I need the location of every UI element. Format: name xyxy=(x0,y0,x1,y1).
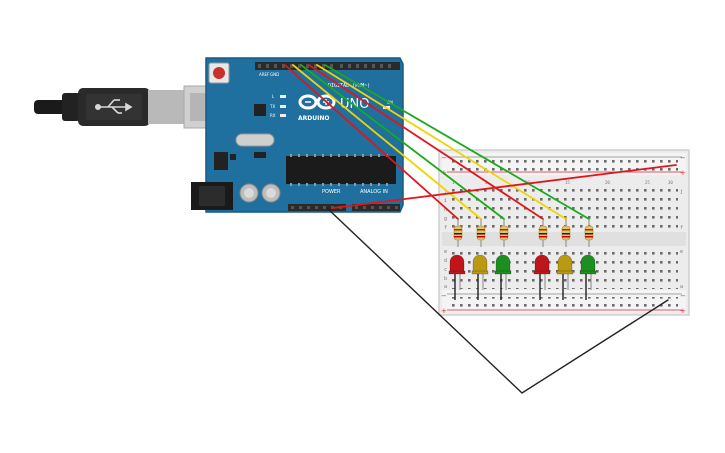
atmega-chip xyxy=(286,156,396,184)
wire-red-1[interactable] xyxy=(284,64,459,220)
arduino-logo xyxy=(298,94,336,110)
hole-grid-top-rail[interactable] xyxy=(452,160,678,171)
digital-header-pins xyxy=(258,64,391,68)
wire-5v[interactable] xyxy=(332,164,677,209)
column-number-15: 15 xyxy=(565,180,570,185)
analog-header xyxy=(352,204,400,211)
tx-label: TX xyxy=(269,104,275,109)
signal-wires[interactable] xyxy=(284,64,677,394)
regulator-small xyxy=(230,154,236,160)
leds[interactable] xyxy=(448,254,597,300)
reset-button-cap[interactable] xyxy=(213,67,225,79)
row-letter-b: b xyxy=(444,276,447,282)
usb-icon xyxy=(95,99,133,114)
wire-red-2[interactable] xyxy=(308,64,544,220)
row-letter-i: i xyxy=(444,198,447,204)
hole-grid-top[interactable] xyxy=(452,189,678,231)
resistor-2[interactable] xyxy=(476,219,486,247)
top-rail-plus-label-right: + xyxy=(680,169,686,177)
l-led-label: L xyxy=(272,94,275,99)
wire-yellow-2[interactable] xyxy=(316,64,567,220)
wire-green-2[interactable] xyxy=(324,64,590,220)
dc-power-jack-inner xyxy=(199,186,225,206)
atmega-pins xyxy=(290,154,388,186)
resistor-5[interactable] xyxy=(561,219,571,247)
column-number-25: 25 xyxy=(645,180,650,185)
usb-chip xyxy=(254,104,266,116)
hole-grid-bottom-rail[interactable] xyxy=(452,297,678,308)
led-yellow-2[interactable] xyxy=(556,254,574,300)
bottom-rail-plus-label: + xyxy=(441,307,447,315)
row-letter-a-right: a xyxy=(680,284,683,290)
column-number-1: 1 xyxy=(452,180,455,185)
wire-green-1[interactable] xyxy=(300,64,505,220)
rx-label: RX xyxy=(270,113,276,118)
column-number-30: 30 xyxy=(668,180,673,185)
bottom-rail-plus-label-right: + xyxy=(680,307,686,315)
led-green-1[interactable] xyxy=(494,254,512,300)
arduino-uno-board[interactable]: AREF GND DIGITAL (PWM~) L TX RX ARDUINO … xyxy=(191,57,404,213)
rx-led xyxy=(280,114,286,117)
led-yellow-1[interactable] xyxy=(471,254,489,300)
led-red-2[interactable] xyxy=(533,254,551,300)
resistor-1[interactable] xyxy=(453,219,463,247)
l-led xyxy=(280,95,286,98)
bottom-rail-minus-label: − xyxy=(441,292,447,300)
resistor-6[interactable] xyxy=(584,219,594,247)
brand-label: ARDUINO xyxy=(298,115,329,122)
top-rail-minus-label-right: − xyxy=(680,154,686,162)
row-letter-j-right: j xyxy=(680,189,683,195)
digital-label: DIGITAL (PWM~) xyxy=(328,83,370,89)
smd-part xyxy=(254,152,266,158)
model-label: UNO xyxy=(340,97,369,112)
row-letter-g: g xyxy=(444,216,447,222)
column-number-20: 20 xyxy=(605,180,610,185)
led-green-2[interactable] xyxy=(579,254,597,300)
row-letter-a: a xyxy=(444,284,447,290)
aref-label: AREF xyxy=(259,72,270,77)
row-letter-f-right: f xyxy=(680,225,683,231)
usb-cable[interactable] xyxy=(34,85,235,129)
row-letter-e: e xyxy=(444,249,447,255)
row-letter-h: h xyxy=(444,207,447,213)
power-label: POWER xyxy=(322,189,341,195)
led-red-1[interactable] xyxy=(448,254,466,300)
row-letter-f: f xyxy=(444,225,447,231)
resistor-4[interactable] xyxy=(538,219,548,247)
top-rail-minus-label: − xyxy=(441,154,447,162)
voltage-regulator xyxy=(214,152,228,170)
wire-gnd[interactable] xyxy=(326,207,669,394)
analog-label: ANALOG IN xyxy=(360,189,388,195)
bottom-rail-minus-label-right: − xyxy=(680,292,686,300)
gnd-label: GND xyxy=(270,72,279,77)
capacitors xyxy=(239,183,281,203)
row-letter-j: j xyxy=(444,189,447,195)
crystal-oscillator xyxy=(235,133,275,147)
row-letter-e-right: e xyxy=(680,249,683,255)
resistors[interactable] xyxy=(453,219,594,247)
row-letter-d: d xyxy=(444,258,447,264)
tx-led xyxy=(280,105,286,108)
row-letter-c: c xyxy=(444,267,447,273)
resistor-3[interactable] xyxy=(499,219,509,247)
